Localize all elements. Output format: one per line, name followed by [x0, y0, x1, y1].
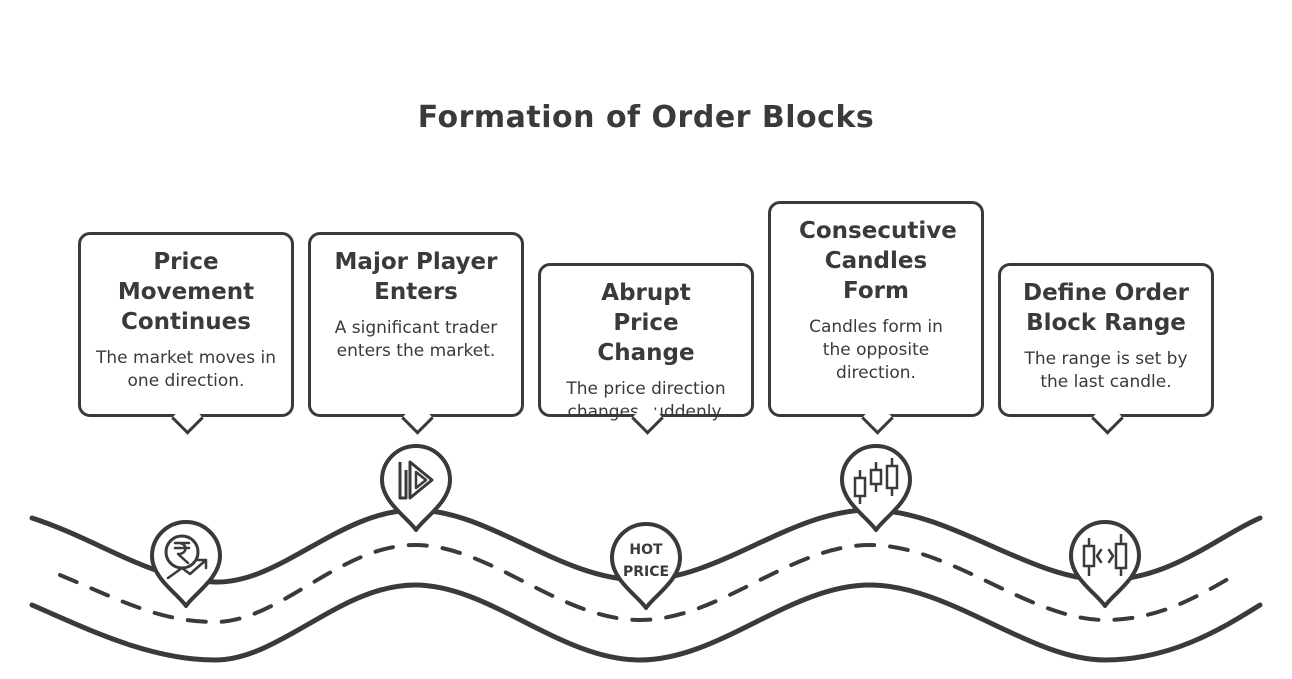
diagram-title: Formation of Order Blocks [417, 100, 875, 135]
step-card-major-player: Major Player Enters A significant trader… [308, 232, 524, 435]
entry-arrow-icon [380, 444, 452, 532]
hot-price-icon: HOT PRICE [610, 522, 682, 610]
hot-label: HOT [629, 542, 663, 558]
step-card-abrupt-change: Abrupt Price Change The price direction … [538, 263, 754, 435]
road-lower-edge [29, 582, 1263, 663]
step-description: Candles form in the opposite direction. [809, 317, 943, 383]
step-heading: Price Movement Continues [117, 249, 255, 335]
candle-range-icon [1069, 520, 1141, 608]
step-card-define-range: Define Order Block Range The range is se… [998, 263, 1214, 435]
step-heading: Major Player Enters [334, 249, 498, 305]
step-heading: Define Order Block Range [1022, 280, 1190, 336]
step-heading: Abrupt Price Change [597, 280, 695, 366]
step-description: The price direction changes suddenly. [566, 379, 726, 422]
step-description: A significant trader enters the market. [334, 318, 498, 361]
step-card-consecutive-candles: Consecutive Candles Form Candles form in… [768, 201, 984, 435]
price-label: PRICE [623, 564, 669, 580]
step-description: The range is set by the last candle. [1024, 349, 1188, 392]
road-center-dashes [58, 542, 1237, 625]
step-card-price-movement: Price Movement Continues The market move… [78, 232, 294, 435]
step-description: The market moves in one direction. [96, 348, 276, 391]
candlesticks-icon [840, 444, 912, 532]
rupee-trend-icon [150, 520, 222, 608]
step-heading: Consecutive Candles Form [799, 218, 957, 304]
